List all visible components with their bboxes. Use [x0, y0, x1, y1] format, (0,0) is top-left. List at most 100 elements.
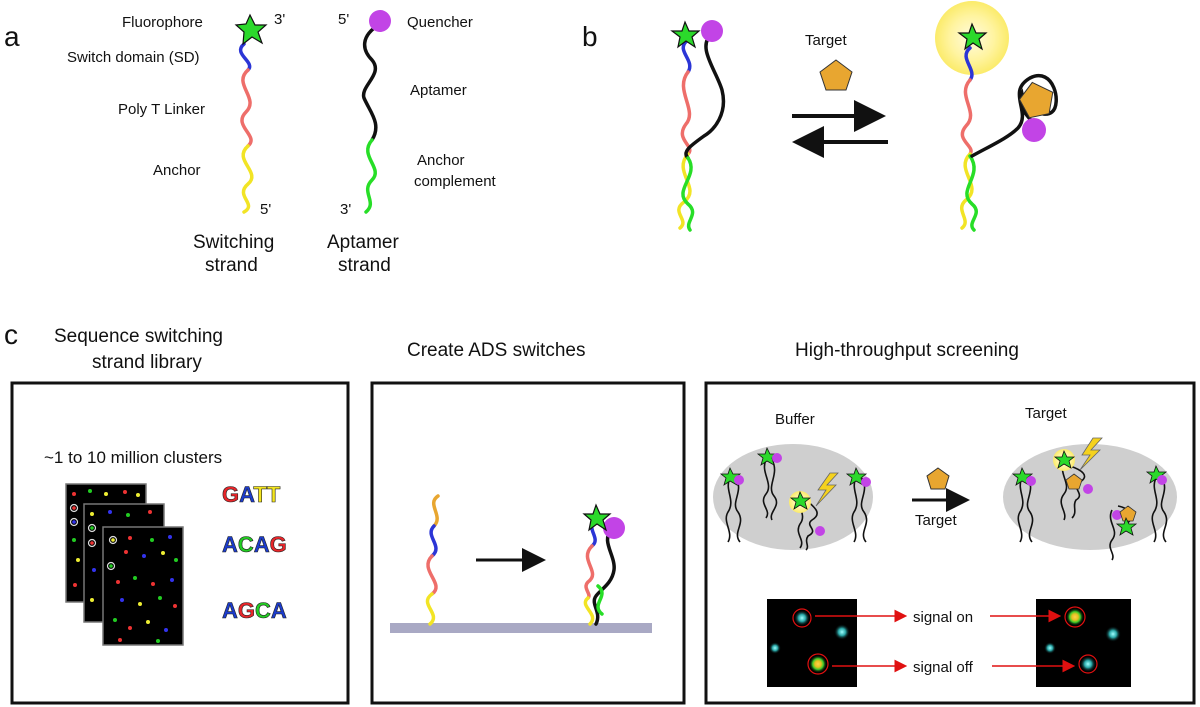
linker-label: Poly T Linker: [118, 101, 205, 118]
quencher-circle-icon: [603, 517, 625, 539]
quencher-circle-icon: [701, 20, 723, 42]
cluster-spot-bright: [809, 655, 827, 673]
buffer-switches: [725, 459, 868, 551]
anchor-segment: [241, 144, 254, 214]
switching-strand-label-2: strand: [205, 255, 258, 276]
anchor-complement-label-1: Anchor: [417, 152, 465, 169]
aptamer-strand-label-1: Aptamer: [327, 232, 399, 253]
signal-off-label: signal off: [913, 659, 974, 676]
target-flowcell: [1003, 444, 1177, 550]
quencher-circle-icon: [1022, 118, 1046, 142]
cluster-dots: [69, 489, 178, 643]
fluorophore-star-icon: [670, 20, 701, 49]
sequence-1: GATT: [222, 482, 281, 507]
panel-label-c: c: [4, 319, 18, 350]
screening-box: [704, 381, 1196, 705]
ads-switch-on: [959, 46, 1058, 232]
target-label: Target: [805, 32, 848, 49]
buffer-label: Buffer: [775, 411, 815, 428]
cluster-spot: [769, 642, 781, 654]
nucleotide-letter: A: [222, 598, 238, 623]
image-tile-buffer: [767, 599, 857, 687]
aptamer-label: Aptamer: [410, 82, 467, 99]
cluster-spot-bright: [1066, 608, 1084, 626]
nucleotide-letter: G: [222, 482, 239, 507]
aptamer-strand: [361, 22, 382, 214]
ads-switch-off: [677, 32, 726, 232]
signal-on-label: signal on: [913, 609, 973, 626]
quencher-circle-icon: [1083, 484, 1093, 494]
target-pentagon-icon: [1018, 81, 1054, 119]
quencher-circle-icon: [734, 475, 744, 485]
nucleotide-letter: G: [270, 532, 287, 557]
column-title-library-2: strand library: [92, 352, 202, 373]
prime-5-top-label: 5': [338, 11, 349, 28]
prime-5-bottom-label: 5': [260, 201, 271, 218]
nucleotide-letter: A: [271, 598, 287, 623]
cluster-spot: [834, 624, 850, 640]
anchor-complement-segment: [364, 138, 377, 214]
column-title-screening: High-throughput screening: [795, 340, 1019, 361]
create-box: [370, 381, 686, 705]
switching-strand: [238, 42, 254, 214]
clusters-label: ~1 to 10 million clusters: [44, 448, 222, 467]
switch-domain-label: Switch domain (SD): [67, 49, 200, 66]
fluorophore-star-icon: [789, 490, 812, 510]
quencher-circle-icon: [1112, 510, 1122, 520]
nucleotide-letter: A: [254, 532, 270, 557]
lightning-icon: [1079, 437, 1103, 471]
switching-strand-label-1: Switching: [193, 232, 274, 253]
nucleotide-letter: C: [255, 598, 271, 623]
cluster-tile: [102, 526, 184, 646]
aptamer-strand-label-2: strand: [338, 255, 391, 276]
nucleotide-letter: C: [238, 532, 254, 557]
surface: [390, 623, 652, 633]
anchor-complement-label-2: complement: [414, 173, 497, 190]
target-pentagon-icon: [1119, 505, 1137, 522]
target-pentagon-icon: [926, 467, 950, 490]
prime-3-bottom-label: 3': [340, 201, 351, 218]
quencher-circle-icon: [772, 453, 782, 463]
quencher-circle-icon: [369, 10, 391, 32]
cluster-spot-ring: [792, 608, 812, 628]
target-arrow-label: Target: [915, 512, 958, 529]
fluorophore-star-icon: [1115, 516, 1138, 536]
nucleotide-letter: T: [253, 482, 267, 507]
ads-switch-on-surface: [583, 518, 616, 626]
prime-3-top-label: 3': [274, 11, 285, 28]
quencher-circle-icon: [861, 477, 871, 487]
column-title-library-1: Sequence switching: [54, 326, 223, 347]
nucleotide-letter: A: [222, 532, 238, 557]
sequence-3: AGCA: [222, 598, 287, 623]
cluster-spot: [1044, 642, 1056, 654]
fluorophore-star-icon: [957, 22, 988, 51]
cluster-spot-ring: [1078, 654, 1098, 674]
switching-strand-on-surface: [425, 494, 440, 626]
lightning-icon: [815, 472, 839, 507]
panel-label-b: b: [582, 21, 598, 52]
fluorophore-label: Fluorophore: [122, 14, 203, 31]
fluorophore-star-icon: [582, 503, 612, 532]
quencher-circle-icon: [1026, 476, 1036, 486]
quencher-circle-icon: [1157, 475, 1167, 485]
fluorophore-star-icon: [1053, 449, 1076, 469]
column-title-create: Create ADS switches: [407, 340, 585, 361]
target-top-label: Target: [1025, 405, 1068, 422]
switch-domain-segment: [238, 42, 252, 72]
nucleotide-letter: A: [239, 482, 255, 507]
target-pentagon-icon: [1065, 473, 1083, 490]
nucleotide-letter: T: [267, 482, 281, 507]
cluster-spot: [1080, 656, 1096, 672]
cluster-spot-ring: [1064, 606, 1086, 628]
library-box: [10, 381, 350, 705]
anchor-label: Anchor: [153, 162, 201, 179]
quencher-circle-icon: [815, 526, 825, 536]
fluorophore-star-icon: [234, 13, 268, 46]
cluster-spot: [1105, 626, 1121, 642]
linker-segment: [240, 68, 253, 148]
nucleotide-letter: G: [238, 598, 255, 623]
cluster-tile-stack: [65, 483, 184, 646]
sequence-2: ACAG: [222, 532, 287, 557]
